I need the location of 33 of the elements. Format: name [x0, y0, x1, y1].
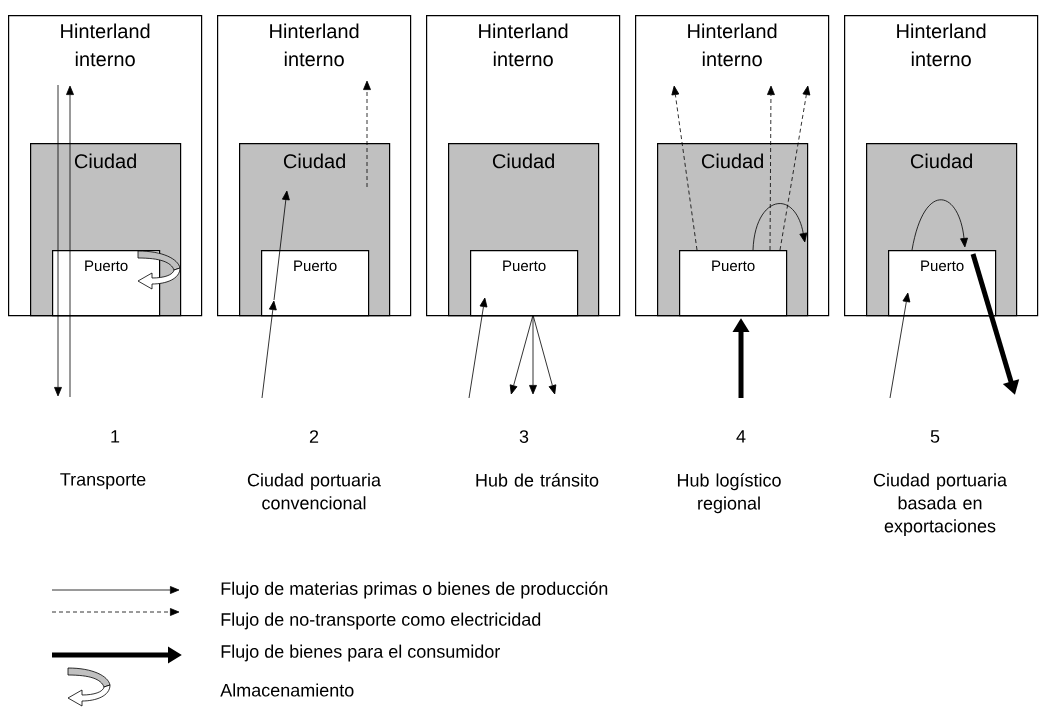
arrow: [54, 84, 62, 397]
panel-number: 5: [930, 430, 940, 443]
port-box: Puerto: [52, 250, 161, 317]
legend-text: Flujo de no-transporte como electricidad: [221, 612, 541, 630]
panel-number: 3: [519, 430, 529, 443]
port-box: Puerto: [888, 250, 997, 317]
arrow: [532, 314, 557, 395]
legend-text: Flujo de bienes para el consumidor: [221, 644, 500, 662]
dashed-arrow: [671, 85, 698, 251]
arrow: [273, 190, 290, 301]
arrow: [529, 314, 537, 395]
port-box: Puerto: [261, 250, 370, 317]
arrow: [261, 300, 277, 399]
panel-number: 2: [309, 430, 319, 443]
panel-title: Hub de tránsito: [476, 473, 599, 487]
panel-number: 4: [736, 430, 746, 443]
arrow: [468, 297, 488, 399]
port-box: Puerto: [679, 250, 788, 317]
dashed-arrow: [779, 85, 811, 251]
panel-title: Hub logístico regional: [677, 473, 781, 514]
panel-title: Ciudad portuaria basada en exportaciones: [873, 473, 1007, 536]
panel-number: 1: [111, 430, 120, 443]
panel-title: Ciudad portuaria convencional: [247, 473, 381, 510]
curved-arrow: [752, 203, 808, 251]
panel-title: Transporte: [60, 473, 146, 490]
dashed-arrow: [363, 80, 371, 188]
dashed-arrow: [767, 85, 775, 251]
curved-arrow: [911, 199, 968, 251]
legend-text: Almacenamiento: [220, 683, 354, 697]
arrow: [889, 292, 911, 399]
legend-text: Flujo de materias primas o bienes de producción: [221, 581, 608, 599]
arrow: [66, 85, 74, 398]
port-box: Puerto: [470, 250, 579, 317]
